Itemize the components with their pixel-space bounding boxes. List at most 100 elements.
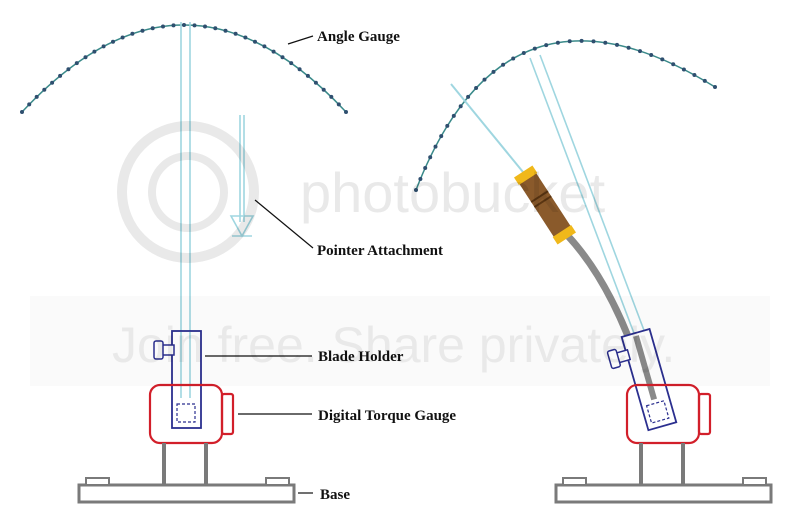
gauge-tick — [445, 123, 450, 128]
gauge-tick — [521, 51, 526, 55]
gauge-tick — [660, 57, 665, 62]
gauge-tick — [161, 24, 165, 29]
gauge-tick — [50, 80, 55, 85]
leader-pointer-attachment — [254, 199, 314, 249]
gauge-tick — [344, 110, 348, 114]
gauge-tick — [555, 40, 560, 45]
knife-pointer-line — [450, 83, 524, 173]
gauge-tick — [532, 46, 537, 51]
angle-gauge-left — [21, 24, 347, 113]
gauge-tick — [262, 44, 267, 49]
label-angle-gauge: Angle Gauge — [317, 29, 400, 45]
gauge-tick — [34, 94, 39, 99]
angle-gauge-right-ticks — [414, 38, 717, 192]
gauge-tick — [313, 80, 318, 85]
leader-angle-gauge — [287, 35, 314, 45]
gauge-tick — [20, 110, 24, 114]
gauge-tick — [74, 61, 79, 66]
gauge-tick — [130, 31, 135, 36]
gauge-tick — [439, 134, 444, 139]
digital-torque-gauge-left — [148, 383, 235, 445]
gauge-tick — [474, 86, 479, 90]
gauge-tick — [615, 42, 619, 47]
gauge-tick — [451, 113, 456, 118]
gauge-tick — [329, 94, 334, 99]
leader-lines — [205, 35, 314, 494]
gauge-tick — [458, 104, 463, 109]
label-blade-holder: Blade Holder — [318, 349, 404, 365]
gauge-tick — [233, 31, 238, 36]
gauge-tick — [171, 23, 176, 28]
gauge-tick — [140, 28, 145, 33]
gauge-tick — [544, 43, 549, 48]
digital-torque-gauge-right — [625, 383, 712, 445]
knife-bolster-bottom — [552, 225, 577, 245]
knife-handle — [519, 172, 571, 238]
gauge-tick — [66, 67, 71, 72]
label-pointer-attachment: Pointer Attachment — [317, 243, 443, 259]
gauge-tick — [713, 85, 717, 89]
gauge-tick — [414, 188, 418, 192]
gauge-tick — [511, 56, 516, 61]
pointer-right-line-b — [539, 54, 660, 371]
gauge-tick — [466, 94, 471, 99]
gauge-tick — [491, 69, 496, 74]
gauge-tick — [83, 55, 88, 60]
gauge-tick — [27, 102, 32, 107]
gauge-tick — [42, 87, 47, 92]
gauge-tick — [626, 45, 631, 50]
gauge-tick — [120, 35, 125, 40]
gauge-tick — [280, 55, 285, 60]
watermark-tagline: Join free. Share privately. — [112, 317, 675, 373]
gauge-tick — [428, 155, 433, 160]
gauge-tick — [671, 62, 676, 67]
gauge-tick — [638, 49, 642, 54]
gauge-tick — [111, 39, 115, 44]
gauge-tick — [336, 102, 341, 107]
pointer-attachment — [229, 115, 255, 238]
gauge-tick — [243, 35, 248, 40]
label-digital-torque-gauge: Digital Torque Gauge — [318, 408, 456, 424]
photobucket-watermark: photobucket Join free. Share privately. — [112, 121, 675, 373]
blade-holder-left — [153, 330, 202, 429]
gauge-tick — [223, 28, 228, 33]
gauge-tick — [297, 67, 302, 72]
gauge-tick — [213, 26, 218, 31]
gauge-tick — [92, 49, 97, 54]
right-apparatus — [414, 38, 773, 504]
base-left — [77, 443, 296, 504]
gauge-tick — [418, 177, 423, 181]
gauge-tick — [579, 38, 584, 43]
blade-holder-right — [606, 327, 678, 432]
gauge-tick — [203, 24, 207, 29]
gauge-tick — [692, 73, 697, 77]
gauge-tick — [289, 61, 294, 66]
knife-bolster-top — [513, 165, 538, 185]
gauge-tick — [321, 87, 326, 92]
gauge-tick — [271, 49, 276, 54]
gauge-tick — [305, 73, 310, 78]
gauge-tick — [501, 62, 506, 67]
gauge-tick — [433, 144, 438, 149]
pointer-right-line-a — [529, 57, 650, 374]
gauge-tick — [58, 73, 63, 78]
gauge-tick — [482, 77, 487, 82]
angle-gauge-left-ticks — [20, 23, 348, 114]
gauge-tick — [101, 44, 106, 49]
gauge-tick — [603, 40, 608, 45]
left-apparatus — [20, 22, 348, 504]
label-base: Base — [320, 487, 350, 503]
gauge-tick — [192, 23, 197, 28]
watermark-brand: photobucket — [300, 161, 606, 224]
gauge-tick — [649, 53, 654, 57]
gauge-tick — [681, 67, 686, 72]
base-right — [554, 443, 773, 504]
gauge-tick — [182, 23, 186, 27]
gauge-tick — [567, 39, 572, 44]
gauge-tick — [150, 26, 155, 31]
gauge-tick — [702, 78, 707, 83]
gauge-tick — [591, 39, 596, 44]
gauge-tick — [253, 39, 257, 44]
gauge-tick — [423, 166, 428, 170]
